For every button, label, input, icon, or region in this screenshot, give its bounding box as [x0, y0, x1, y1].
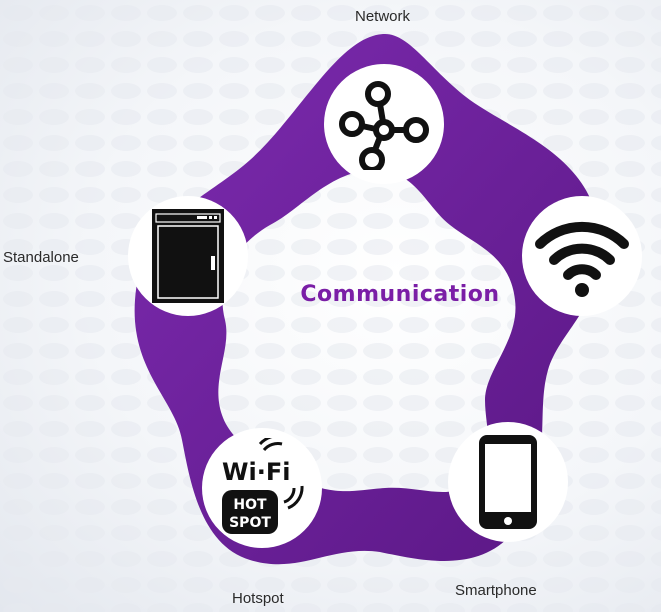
network-label: Network	[355, 8, 411, 25]
network-node[interactable]	[324, 64, 444, 184]
smartphone-node[interactable]	[448, 422, 568, 542]
center-title: Communication	[300, 282, 500, 307]
wifi-signal-icon	[534, 214, 630, 298]
standalone-unit-icon	[149, 206, 227, 306]
standalone-node[interactable]	[128, 196, 248, 316]
hotspot-label: Hotspot	[232, 590, 284, 607]
standalone-label: Standalone	[3, 249, 79, 266]
smartphone-icon	[476, 432, 540, 532]
wifi-hotspot-icon: Wi·Fi HOT SPOT	[214, 438, 310, 538]
hotspot-badge-line1: HOT	[233, 497, 267, 513]
hotspot-node[interactable]: Wi·Fi HOT SPOT	[202, 428, 322, 548]
hotspot-logo-text: Wi·Fi	[222, 458, 290, 486]
wifi-node[interactable]	[522, 196, 642, 316]
smartphone-label: Smartphone	[455, 582, 537, 599]
hotspot-badge-line2: SPOT	[229, 515, 271, 531]
network-nodes-icon	[338, 78, 430, 170]
